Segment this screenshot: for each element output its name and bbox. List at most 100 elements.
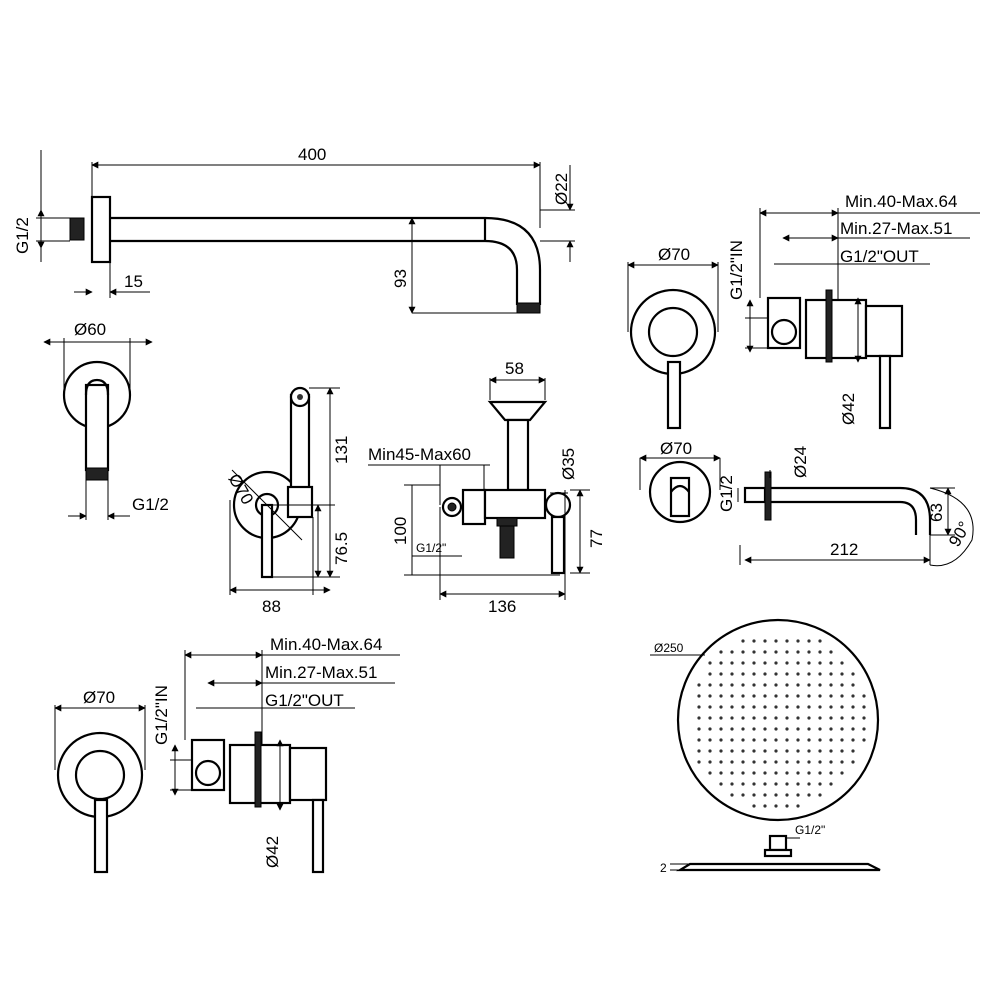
nozzle-dot — [796, 793, 800, 797]
spout-projection-label: 212 — [830, 540, 858, 559]
nozzle-dot — [774, 683, 778, 687]
nozzle-dot — [763, 749, 767, 753]
nozzle-dot — [840, 672, 844, 676]
nozzle-dot — [796, 661, 800, 665]
nozzle-dot — [741, 639, 745, 643]
nozzle-dot — [774, 639, 778, 643]
nozzle-dot — [697, 727, 701, 731]
nozzle-dot — [763, 793, 767, 797]
nozzle-dot — [697, 705, 701, 709]
nozzle-dot — [851, 749, 855, 753]
nozzle-dot — [829, 738, 833, 742]
nozzle-dot — [730, 738, 734, 742]
nozzle-dot — [818, 672, 822, 676]
side-width-label: 136 — [488, 597, 516, 616]
nozzle-dot — [818, 727, 822, 731]
nozzle-dot — [818, 782, 822, 786]
nozzle-dot — [829, 694, 833, 698]
nozzle-dot — [730, 782, 734, 786]
spout-drop-label: 63 — [927, 503, 946, 522]
mixer-top-inlet-label: G1/2"IN — [727, 240, 746, 300]
shower-head-view: Ø250 G1/2" 2 — [650, 618, 881, 875]
nozzle-dot — [840, 760, 844, 764]
nozzle-dot — [807, 661, 811, 665]
nozzle-dot — [829, 716, 833, 720]
nozzle-dot — [719, 661, 723, 665]
nozzle-dot — [730, 661, 734, 665]
nozzle-dot — [818, 738, 822, 742]
nozzle-dot — [697, 760, 701, 764]
nozzle-dot — [752, 716, 756, 720]
flange-diameter-label: Ø60 — [74, 320, 106, 339]
nozzle-dot — [851, 738, 855, 742]
nozzle-dot — [774, 749, 778, 753]
mixer-top-body-label: Ø42 — [839, 393, 858, 425]
nozzle-dot — [829, 661, 833, 665]
nozzle-dot — [697, 716, 701, 720]
spout-angle-label: 90° — [945, 518, 974, 550]
nozzle-dot — [785, 661, 789, 665]
spout-pipe-label: Ø24 — [791, 446, 810, 478]
nozzle-dot — [774, 705, 778, 709]
nozzle-dot — [730, 727, 734, 731]
nozzle-dot — [708, 716, 712, 720]
nozzle-dot — [719, 727, 723, 731]
nozzle-dot — [796, 683, 800, 687]
nozzle-dot — [829, 749, 833, 753]
mixer-bottom-outlet-label: G1/2"OUT — [265, 691, 344, 710]
nozzle-dot — [708, 749, 712, 753]
nozzle-dot — [719, 771, 723, 775]
nozzle-dot — [719, 694, 723, 698]
nozzle-dot — [840, 661, 844, 665]
nozzle-dot — [708, 683, 712, 687]
nozzle-dot — [796, 639, 800, 643]
spout-thread-label: G1/2 — [717, 475, 736, 512]
nozzle-dot — [763, 804, 767, 808]
nozzle-dot — [785, 749, 789, 753]
nozzle-dot — [708, 661, 712, 665]
nozzle-dot — [719, 683, 723, 687]
shower-head-diameter-label: Ø250 — [654, 641, 684, 655]
nozzle-dot — [730, 672, 734, 676]
nozzle-dot — [741, 716, 745, 720]
nozzle-dot — [840, 694, 844, 698]
nozzle-dot — [763, 639, 767, 643]
nozzle-dot — [796, 705, 800, 709]
mixer-bottom-inlet-label: G1/2"IN — [152, 685, 171, 745]
nozzle-dot — [785, 716, 789, 720]
nozzle-dot — [851, 716, 855, 720]
nozzle-dot — [829, 705, 833, 709]
nozzle-dot — [741, 683, 745, 687]
flange-thread-label: G1/2 — [132, 495, 169, 514]
nozzle-dot — [708, 694, 712, 698]
nozzle-dot — [818, 705, 822, 709]
nozzle-dot — [829, 650, 833, 654]
nozzle-dot — [719, 716, 723, 720]
nozzle-dot — [796, 738, 800, 742]
nozzle-dot — [785, 705, 789, 709]
spout-view: Ø70 G1/2 Ø24 212 63 90° — [639, 439, 974, 567]
bidet-height-top-label: 131 — [332, 436, 351, 464]
nozzle-dot — [774, 727, 778, 731]
nozzle-dot — [719, 738, 723, 742]
nozzle-dot — [840, 727, 844, 731]
arm-flange-label: 15 — [124, 272, 143, 291]
nozzle-dot — [752, 760, 756, 764]
nozzle-dot — [807, 650, 811, 654]
height-right-label: 77 — [587, 529, 606, 548]
nozzle-dot — [752, 639, 756, 643]
nozzle-dot — [785, 694, 789, 698]
depth-range-label: Min45-Max60 — [368, 445, 471, 464]
nozzle-dot — [730, 749, 734, 753]
nozzle-dot — [752, 782, 756, 786]
mixer-top-plate-label: Ø70 — [658, 245, 690, 264]
nozzle-dot — [818, 694, 822, 698]
nozzle-dot — [708, 771, 712, 775]
nozzle-dot — [774, 672, 778, 676]
nozzle-dot — [741, 782, 745, 786]
nozzle-dot — [741, 793, 745, 797]
nozzle-dot — [752, 727, 756, 731]
bidet-height-center-label: 76.5 — [332, 532, 351, 565]
mixer-bottom-plate-label: Ø70 — [83, 688, 115, 707]
